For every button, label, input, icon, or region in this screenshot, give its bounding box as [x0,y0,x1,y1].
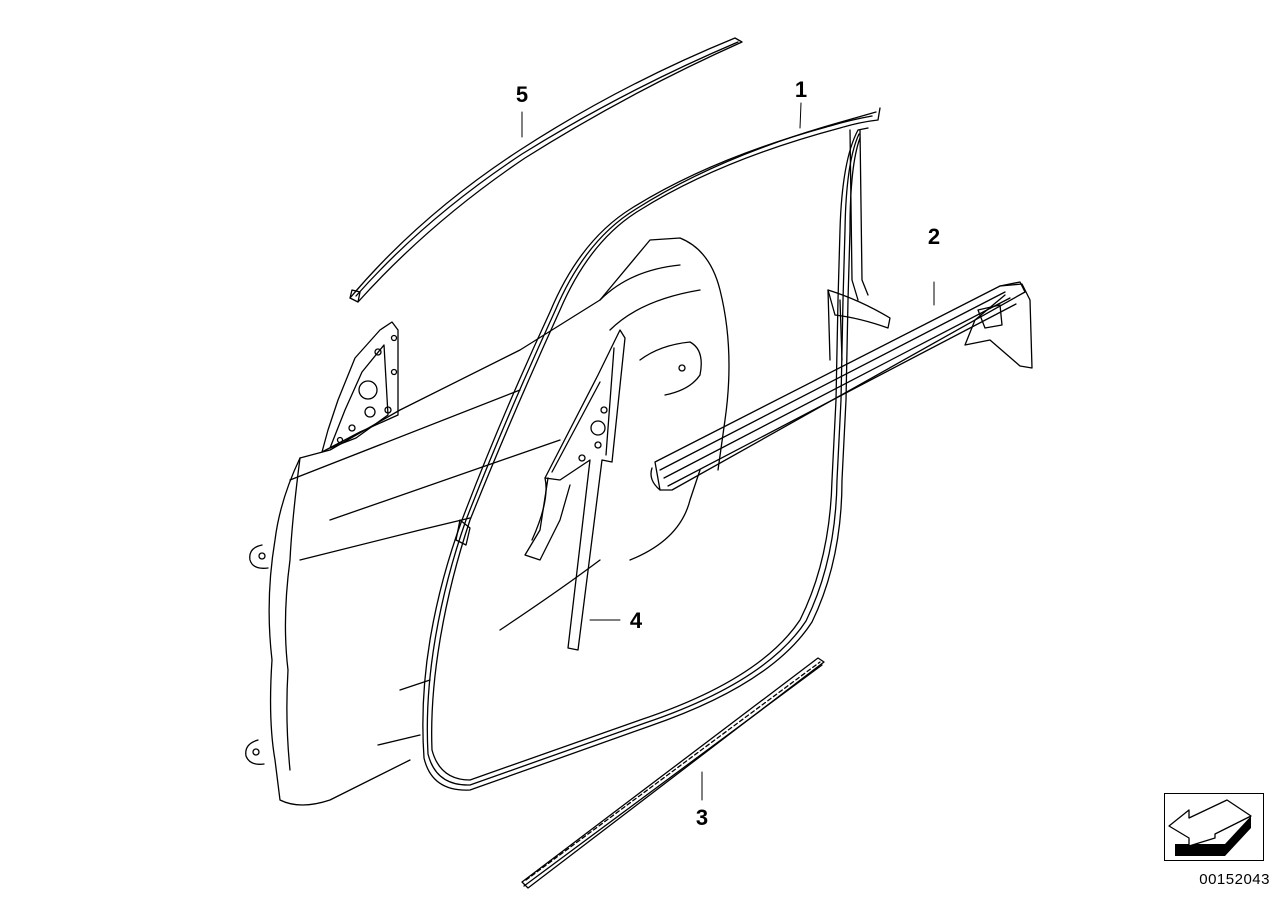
part-3-sill-seal [521,657,825,889]
part-1-door-seal [422,102,891,791]
callout-3: 3 [696,805,708,830]
callout-4: 4 [630,608,643,633]
part-5-roof-seal [349,37,743,303]
mirror-bracket [321,321,399,453]
back-arrow-icon [1168,799,1252,856]
part-2-shaft-seal [650,281,1033,491]
door-panel [245,237,730,806]
reference-number: 00152043 [1199,871,1270,888]
back-navigation-button[interactable] [1164,793,1264,861]
part-4-window-seal [524,329,626,651]
callout-1: 1 [795,77,807,102]
callout-2: 2 [928,224,940,249]
callout-5: 5 [516,82,528,107]
